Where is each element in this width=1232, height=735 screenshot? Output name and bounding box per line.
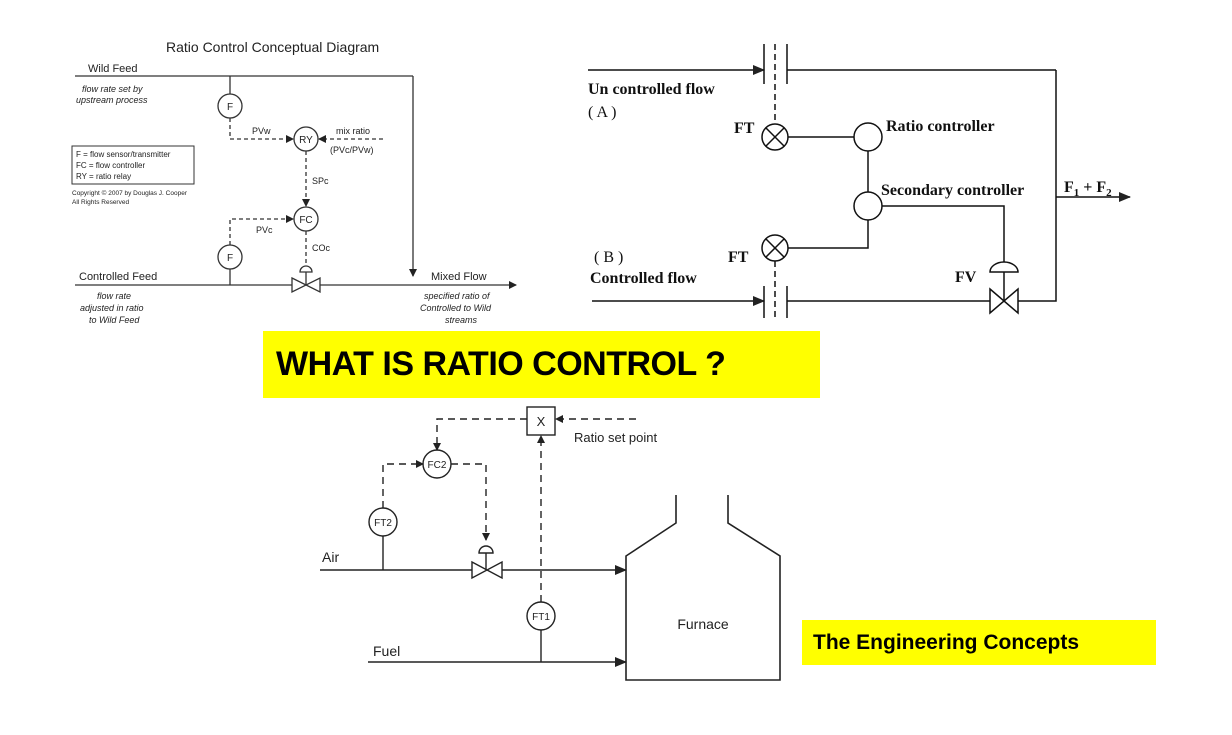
fv-actuator [989, 261, 1019, 273]
page-title-banner: WHAT IS RATIO CONTROL ? [263, 331, 820, 398]
mixed-flow-label: Mixed Flow [431, 271, 487, 283]
pvw-label: PVw [252, 126, 271, 136]
controlled-feed-note-2: adjusted in ratio [80, 303, 144, 313]
fuel-label: Fuel [373, 643, 400, 659]
mix-ratio-label-1: mix ratio [336, 126, 370, 136]
ratio-controller-node [853, 122, 883, 152]
pvc-label: PVc [256, 225, 273, 235]
air-valve [471, 560, 503, 580]
conceptual-diagram-title: Ratio Control Conceptual Diagram [166, 39, 379, 55]
legend-line-3: RY = ratio relay [76, 172, 131, 181]
fc2-to-valve-line [451, 463, 490, 541]
spc-label: SPc [312, 176, 329, 186]
secondary-controller-node [853, 191, 883, 221]
fv-label: FV [955, 269, 977, 286]
furnace-label: Furnace [677, 616, 729, 632]
legend-line-1: F = flow sensor/transmitter [76, 150, 171, 159]
legend-box [71, 145, 195, 185]
secondary-controller-label: Secondary controller [881, 182, 1024, 199]
ft2-label: FT2 [374, 518, 392, 529]
ft2-to-fc2-line [382, 460, 424, 508]
ft-top-label: FT [734, 120, 755, 137]
wild-feed-note-1: flow rate set by [82, 84, 143, 94]
control-valve-actuator [299, 265, 313, 273]
fv-to-outlet-line [1018, 70, 1057, 302]
wild-feed-note-2: upstream process [76, 95, 148, 105]
brand-label: The Engineering Concepts [802, 620, 1156, 665]
controller-diagram: Un controlled flow ( A ) FT Ratio contro… [588, 44, 1131, 318]
mixed-flow-note-2: Controlled to Wild [420, 303, 492, 313]
secondary-to-valve-line [882, 205, 1005, 262]
fv-valve [989, 287, 1019, 315]
label-a: ( A ) [588, 104, 616, 121]
multiplier-label: X [537, 414, 546, 429]
flow-controller-label: FC [299, 215, 312, 226]
ratio-relay-label: RY [299, 135, 313, 146]
coc-label: COc [312, 243, 331, 253]
air-label: Air [322, 549, 339, 565]
control-valve [291, 276, 321, 294]
label-b: ( B ) [594, 249, 623, 266]
conceptual-diagram: Ratio Control Conceptual Diagram Wild Fe… [71, 39, 517, 325]
uncontrolled-flow-label: Un controlled flow [588, 81, 715, 98]
mixed-flow-note-1: specified ratio of [424, 291, 491, 301]
air-valve-actuator [478, 545, 494, 554]
controlled-feed-label: Controlled Feed [79, 271, 157, 283]
mixed-flow-note-3: streams [445, 315, 478, 325]
ratio-set-point-label: Ratio set point [574, 430, 657, 445]
multiplier-to-fc2-line [433, 418, 527, 451]
furnace-diagram: X Ratio set point FC2 FT2 Air FT1 Fuel F… [320, 406, 781, 681]
controlled-flow-label: Controlled flow [590, 270, 697, 287]
ft-bottom-cross-2 [765, 238, 785, 258]
pvw-signal-line [229, 118, 294, 143]
wild-flow-sensor-label: F [227, 102, 233, 113]
ratio-controller-label: Ratio controller [886, 118, 995, 135]
wild-feed-label: Wild Feed [88, 63, 138, 75]
mix-ratio-label-2: (PVc/PVw) [330, 145, 374, 155]
copyright-line-1: Copyright © 2007 by Douglas J. Cooper [72, 189, 188, 197]
pvc-signal-line [229, 215, 294, 245]
copyright-line-2: All Rights Reserved [72, 199, 129, 206]
ft-bottom-label: FT [728, 249, 749, 266]
fc2-label: FC2 [428, 460, 447, 471]
controlled-flow-sensor-label: F [227, 253, 233, 264]
controlled-feed-note-3: to Wild Feed [89, 315, 140, 325]
furnace-vessel [625, 495, 781, 681]
ft-bottom-to-secondary-line [788, 220, 869, 249]
ft-top-cross-2 [765, 127, 785, 147]
legend-line-2: FC = flow controller [76, 161, 145, 170]
controlled-feed-note-1: flow rate [97, 291, 131, 301]
ft1-label: FT1 [532, 612, 550, 623]
output-label: F1 + F2 [1064, 179, 1112, 199]
